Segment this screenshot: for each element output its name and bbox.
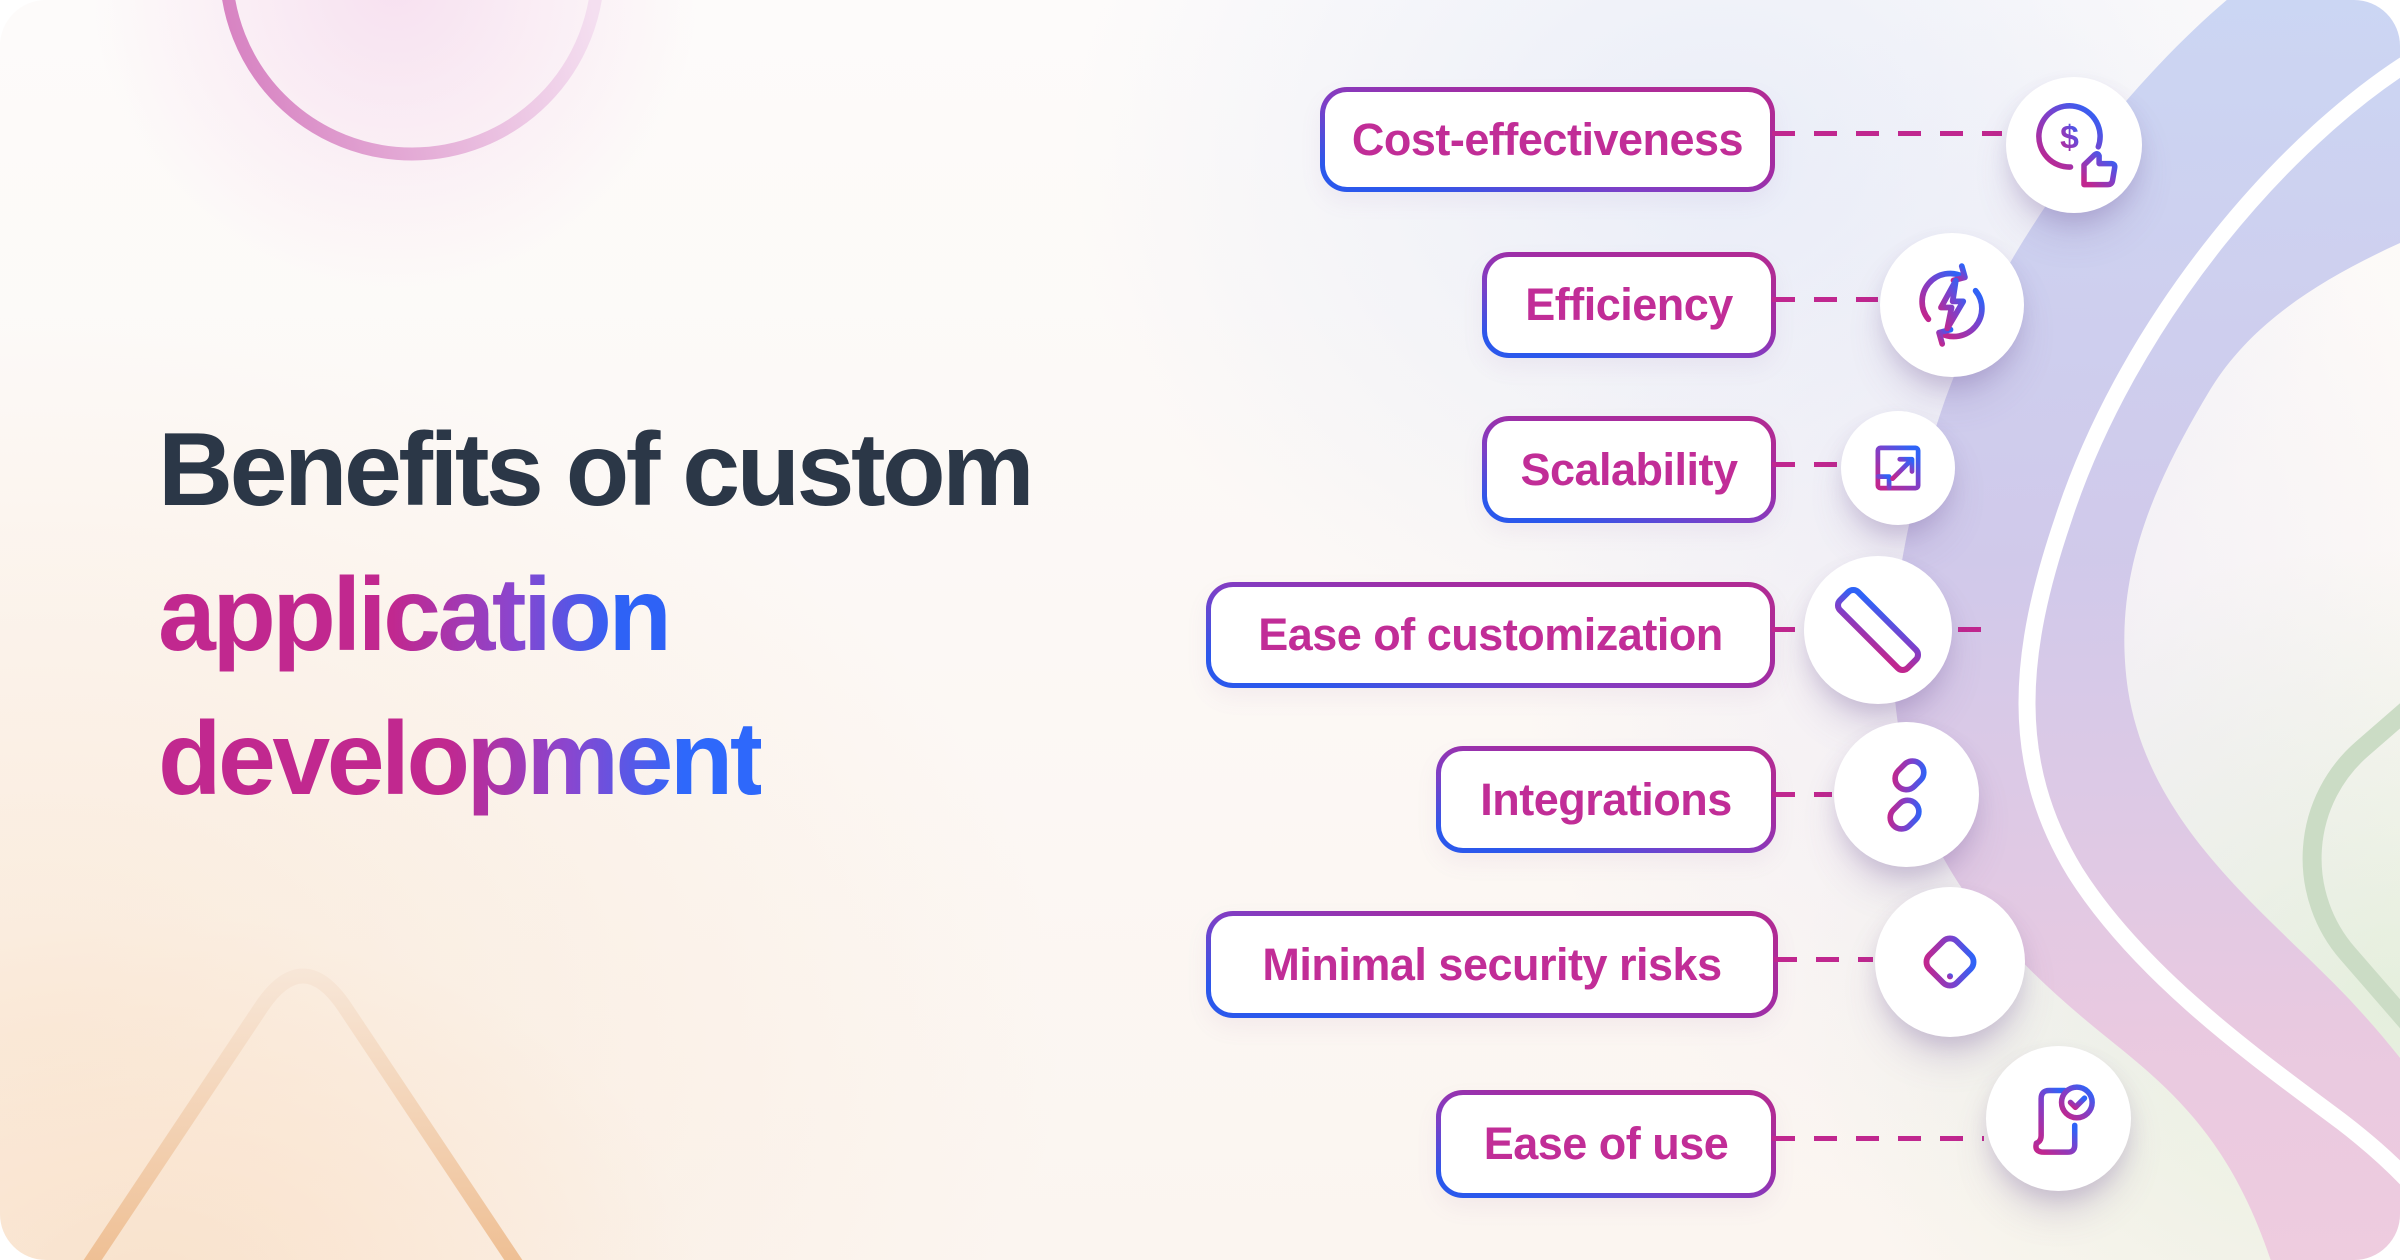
connector-dashed-line (1772, 462, 1839, 467)
expand-arrow-icon (1841, 411, 1955, 525)
page-title: Benefits of custom application developme… (158, 398, 1035, 832)
white-arc (2018, 57, 2400, 1185)
benefit-label: Minimal security risks (1262, 938, 1722, 990)
benefit-label: Ease of use (1483, 1118, 1729, 1169)
benefit-pill-minimal-security-risks: Minimal security risks (1206, 911, 1778, 1018)
benefit-pill-ease-of-customization: Ease of customization (1206, 582, 1775, 688)
title-line-1: Benefits of custom (158, 412, 1035, 528)
benefit-label: Cost-effectiveness (1351, 113, 1744, 165)
peach-mountain-outline (83, 968, 523, 1260)
benefit-label: Scalability (1520, 443, 1738, 495)
sync-lightning-icon (1880, 233, 2024, 377)
plug-connection-icon (1834, 722, 1979, 867)
benefit-label: Integrations (1480, 773, 1732, 825)
title-line-3: development (158, 687, 764, 832)
benefit-pill-efficiency: Efficiency (1482, 252, 1776, 358)
ruler-icon (1804, 556, 1952, 704)
connector-dashed-line (1772, 792, 1832, 797)
benefit-pill-integrations: Integrations (1436, 746, 1776, 853)
benefit-pill-cost-effectiveness: Cost-effectiveness (1320, 87, 1775, 192)
connector-dashed-line (1772, 131, 2002, 136)
alert-diamond-icon (1875, 887, 2025, 1037)
connector-dashed-line (1772, 297, 1878, 302)
benefit-label: Ease of customization (1258, 609, 1723, 660)
connector-dashed-line (1774, 957, 1873, 962)
benefit-pill-ease-of-use: Ease of use (1436, 1090, 1776, 1198)
svg-text:$: $ (2060, 120, 2079, 157)
benefit-pill-scalability: Scalability (1482, 416, 1776, 523)
connector-dashed-line (1772, 1136, 1984, 1141)
title-line-2: application (158, 543, 672, 688)
document-check-icon (1986, 1046, 2131, 1191)
dollar-refresh-thumbs-up-icon: $ (2006, 77, 2142, 213)
connector-dashed-line (1772, 627, 1802, 632)
pink-circle-outline (222, 0, 602, 161)
connector-dashed-line (1958, 627, 1992, 632)
benefit-label: Efficiency (1525, 279, 1733, 330)
